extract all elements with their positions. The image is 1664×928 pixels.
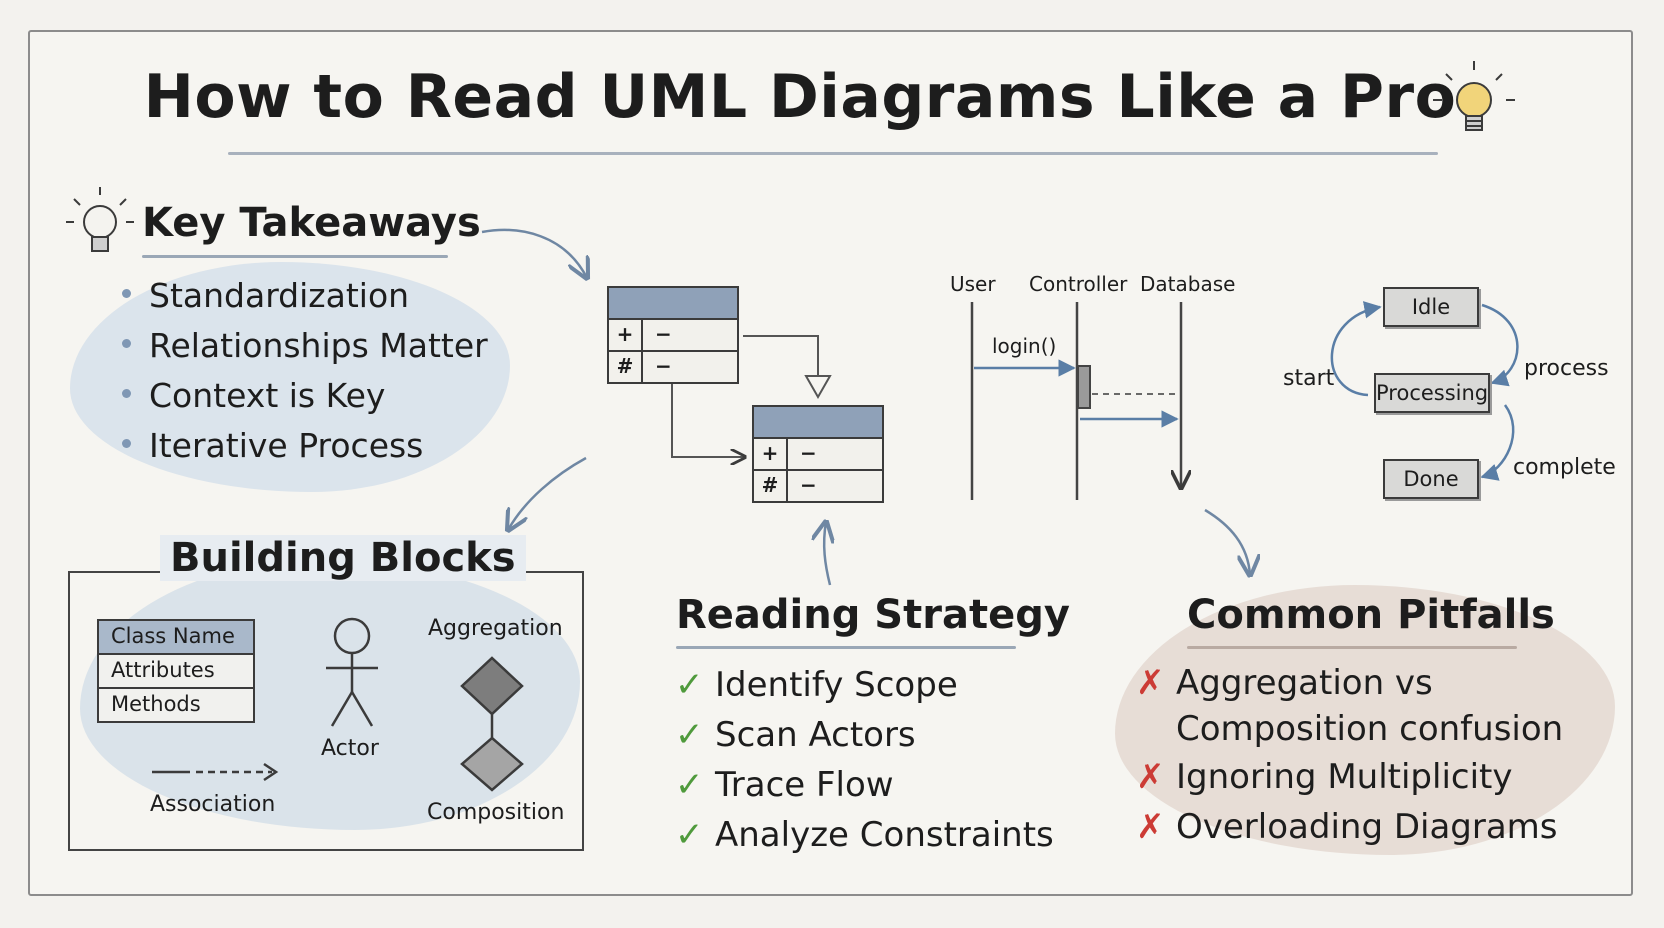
transition-label-process: process [1524, 356, 1609, 381]
lifeline-label-user: User [950, 272, 996, 296]
arrow-to-pitfalls [1204, 508, 1250, 575]
pitfall-item: ✗ Ignoring Multiplicity [1136, 752, 1611, 802]
check-icon: ✓ [675, 665, 704, 705]
message-label-login: login() [992, 334, 1057, 358]
association-arrow-icon [152, 762, 279, 782]
transition-label-start: start [1283, 366, 1335, 391]
pitfall-label: Aggregation vs Composition confusion [1176, 663, 1564, 749]
class-row: #− [754, 471, 882, 501]
takeaway-label: Iterative Process [149, 426, 424, 465]
strategy-label: Trace Flow [715, 765, 894, 805]
key-takeaways-list: Standardization Relationships Matter Con… [122, 271, 488, 471]
takeaways-wash [70, 262, 510, 492]
takeaway-label: Standardization [149, 276, 410, 315]
pitfall-label: Ignoring Multiplicity [1176, 757, 1513, 797]
transition-complete [1480, 404, 1515, 481]
visibility-public: + [609, 320, 643, 350]
state-idle: Idle [1383, 287, 1479, 327]
takeaway-item: Iterative Process [122, 421, 488, 471]
bullet-dot [122, 339, 131, 348]
arrow-strategy-up [824, 522, 830, 586]
page-title: How to Read UML Diagrams Like a Pro [143, 62, 1457, 132]
pitfall-label: Overloading Diagrams [1176, 807, 1558, 847]
member-dash: − [655, 354, 672, 378]
common-pitfalls-heading: Common Pitfalls [1187, 592, 1555, 638]
pitfall-item: ✗ Aggregation vs Composition confusion [1136, 660, 1611, 752]
strategy-label: Scan Actors [715, 715, 916, 755]
lightbulb-icon-takeaways [66, 187, 134, 252]
visibility-protected: # [609, 352, 643, 382]
check-icon: ✓ [675, 815, 704, 855]
strategy-item: ✓ Trace Flow [675, 760, 1054, 810]
class-row: +− [609, 320, 737, 352]
diamond-icons [460, 656, 524, 792]
title-underline [228, 152, 1438, 155]
visibility-public: + [754, 439, 788, 469]
generalization-line [743, 335, 819, 376]
key-takeaways-underline [142, 255, 448, 258]
reading-strategy-heading: Reading Strategy [676, 592, 1070, 638]
check-icon: ✓ [675, 765, 704, 805]
transition-start [1330, 301, 1382, 397]
building-blocks-heading: Building Blocks [160, 535, 526, 581]
arrow-takeaways-to-class [481, 228, 587, 278]
class-box-child: +− #− [752, 405, 884, 503]
pitfalls-wash [1115, 585, 1615, 855]
lightbulb-icon-title [1433, 61, 1515, 131]
lifeline-label-database: Database [1140, 272, 1236, 296]
takeaway-label: Relationships Matter [149, 326, 488, 365]
common-pitfalls-underline [1187, 646, 1517, 649]
strategy-label: Identify Scope [715, 665, 958, 705]
class-box-parent: +− #− [607, 286, 739, 384]
class-row: #− [609, 352, 737, 382]
actor-label: Actor [321, 736, 379, 761]
class-header [754, 407, 882, 439]
transition-process [1481, 303, 1519, 387]
cross-icon: ✗ [1136, 807, 1165, 847]
takeaway-item: Context is Key [122, 371, 488, 421]
aggregation-label: Aggregation [428, 616, 563, 641]
class-row: +− [754, 439, 882, 471]
methods-cell: Methods [111, 692, 201, 716]
transition-label-complete: complete [1513, 455, 1616, 480]
sample-class-box: Class Name Attributes Methods [97, 619, 255, 723]
strategy-item: ✓ Scan Actors [675, 710, 1054, 760]
cross-icon: ✗ [1136, 663, 1165, 703]
takeaway-label: Context is Key [149, 376, 386, 415]
bullet-dot [122, 289, 131, 298]
strategy-item: ✓ Analyze Constraints [675, 810, 1054, 860]
cross-icon: ✗ [1136, 757, 1165, 797]
reading-strategy-list: ✓ Identify Scope ✓ Scan Actors ✓ Trace Flow… [675, 660, 1054, 860]
pitfall-item: ✗ Overloading Diagrams [1136, 802, 1611, 852]
state-processing: Processing [1374, 373, 1490, 413]
common-pitfalls-list: ✗ Aggregation vs Composition confusion ✗… [1136, 660, 1611, 852]
takeaway-item: Relationships Matter [122, 321, 488, 371]
association-label: Association [150, 792, 276, 817]
activation-bar [1077, 365, 1091, 409]
visibility-protected: # [754, 471, 788, 501]
check-icon: ✓ [675, 715, 704, 755]
association-line [671, 384, 745, 457]
takeaway-item: Standardization [122, 271, 488, 321]
strategy-label: Analyze Constraints [715, 815, 1054, 855]
actor-icon [326, 617, 378, 727]
class-name-cell: Class Name [99, 621, 253, 655]
bullet-dot [122, 389, 131, 398]
composition-label: Composition [427, 800, 565, 825]
generalization-triangle [804, 375, 832, 400]
attributes-cell: Attributes [99, 655, 253, 689]
bullet-dot [122, 439, 131, 448]
lifeline-label-controller: Controller [1029, 272, 1128, 296]
state-done: Done [1383, 459, 1479, 499]
member-dash: − [655, 322, 672, 346]
arrow-to-building-blocks [508, 456, 587, 530]
key-takeaways-heading: Key Takeaways [142, 200, 481, 246]
reading-strategy-underline [676, 646, 1016, 649]
member-dash: − [800, 473, 817, 497]
member-dash: − [800, 441, 817, 465]
class-header [609, 288, 737, 320]
strategy-item: ✓ Identify Scope [675, 660, 1054, 710]
